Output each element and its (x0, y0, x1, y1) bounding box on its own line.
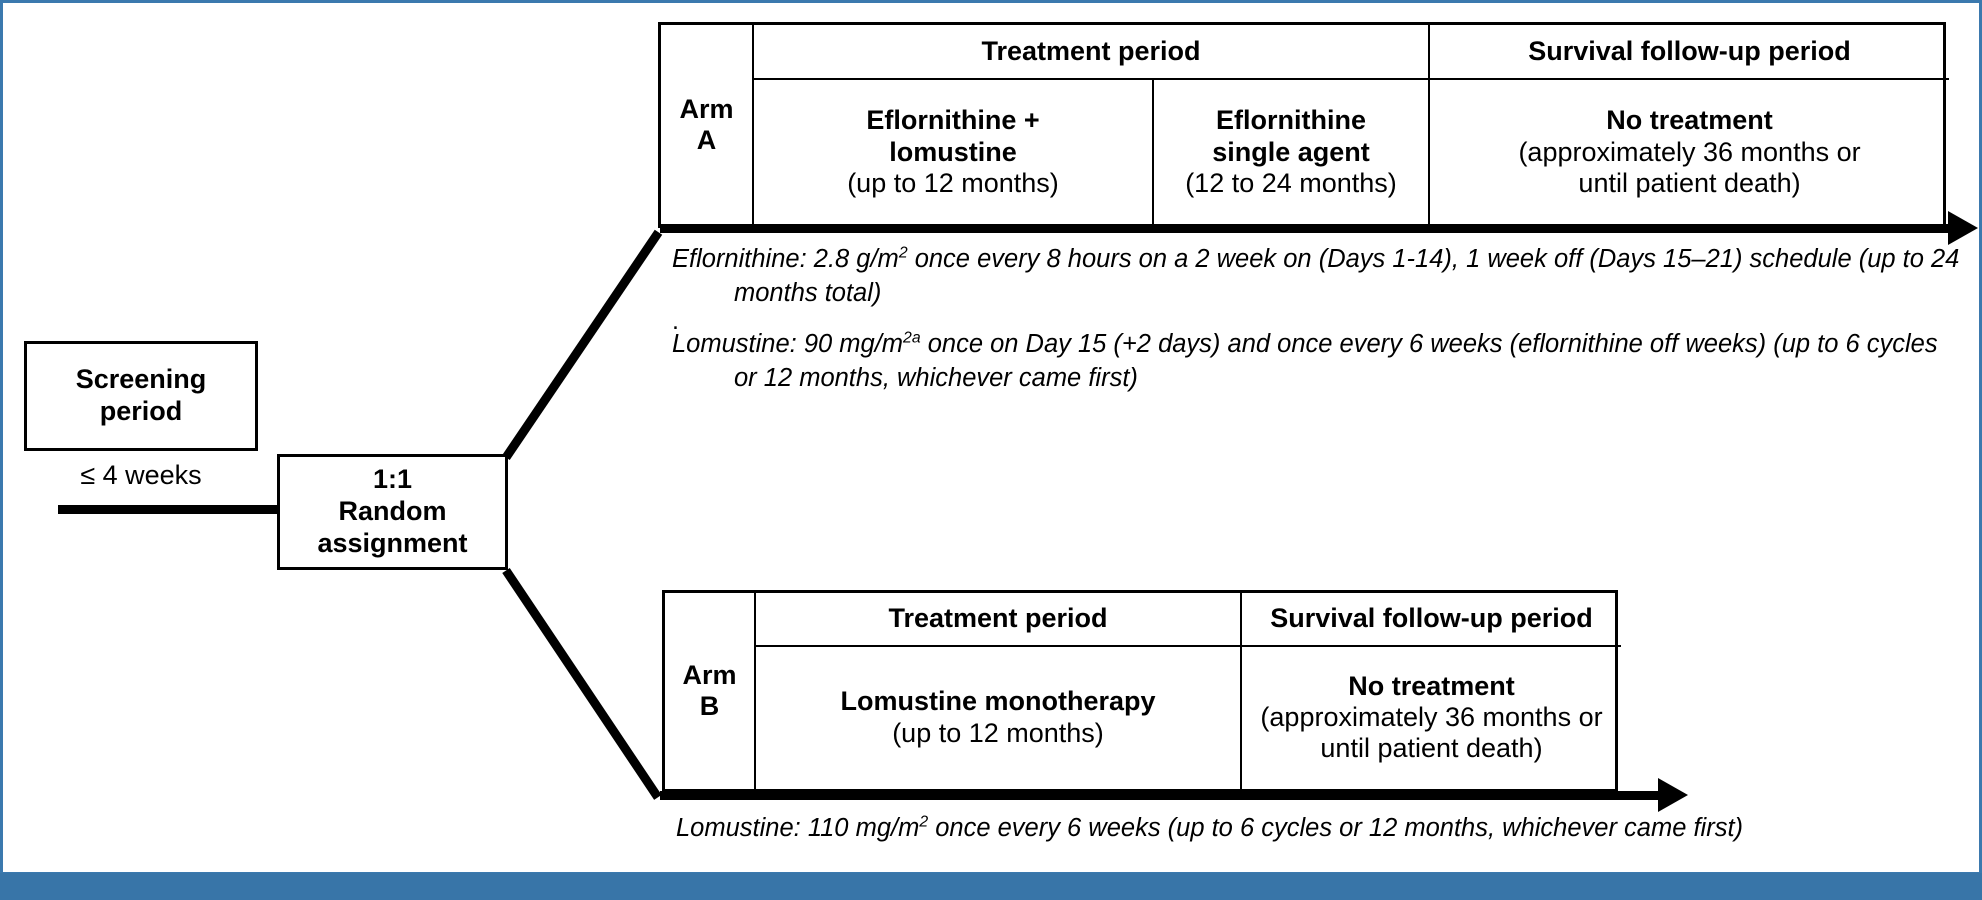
arm-a-cell-eflornithine-lomustine: Eflornithine + lomustine (up to 12 month… (752, 77, 1154, 225)
stray-punctuation-mark: . (672, 307, 679, 335)
arm-a-header-treatment: Treatment period (751, 25, 1431, 80)
arm-a-cell-no-treatment: No treatment (approximately 36 months or… (1428, 77, 1950, 225)
arm-a-body-row: Eflornithine + lomustine (up to 12 month… (661, 77, 1950, 225)
arm-b-cell-lomustine-mono: Lomustine monotherapy (up to 12 months) (754, 644, 1242, 789)
random-assignment-line2: Random (338, 496, 447, 527)
arm-b-header-treatment: Treatment period (754, 593, 1242, 647)
arm-b-note1-after: once every 6 weeks (up to 6 cycles or 12… (928, 814, 1744, 842)
arm-b-note1-sup: 2 (919, 813, 929, 831)
arm-a-header-row: Arm A Treatment period Survival follow-u… (661, 25, 1950, 225)
arm-a-label-cell: Arm A (661, 25, 754, 225)
arm-a-cell2-subtitle: (12 to 24 months) (1185, 168, 1397, 198)
arm-a-cell1-title2: lomustine (889, 136, 1017, 167)
arm-a-timeline-arrow-head (1948, 211, 1978, 245)
arm-a-cell3-subtitle2: until patient death) (1578, 168, 1801, 198)
bottom-accent-bar (0, 873, 1982, 900)
arm-a-label-line1: Arm (679, 93, 734, 124)
arm-b-body-row: Lomustine monotherapy (up to 12 months) … (665, 644, 1621, 789)
screening-duration-label: ≤ 4 weeks (80, 460, 202, 490)
branch-to-arm-a (502, 229, 663, 461)
arm-a-note2-after: once on Day 15 (+2 days) and once every … (920, 330, 1938, 358)
screening-period-line2: period (99, 396, 183, 426)
arm-b-cell2-title1: No treatment (1348, 670, 1515, 701)
arm-a-cell2-title2: single agent (1212, 136, 1370, 167)
arm-a-note2-continuation: or 12 months, whichever came first) (734, 363, 1138, 392)
branch-to-arm-b (502, 567, 662, 800)
arm-a-cell1-title1: Eflornithine + (866, 105, 1040, 136)
arm-a-note2-before: 90 mg/m (796, 330, 904, 358)
arm-a-note-eflornithine: Eflornithine: 2.8 g/m2 once every 8 hour… (672, 243, 1962, 311)
arm-a-note2-drug: Lomustine: (672, 330, 797, 358)
arm-a-cell3-subtitle1: (approximately 36 months or (1518, 136, 1861, 167)
arm-b-header-row: Arm B Treatment period Survival follow-u… (665, 593, 1621, 789)
arm-a-note1-drug: Eflornithine: (672, 245, 807, 273)
arm-a-timeline-arrow-line (660, 224, 1950, 233)
screening-period-box: Screening period (24, 341, 258, 451)
arm-b-label-cell: Arm B (665, 593, 756, 789)
arm-a-cell3-title1: No treatment (1606, 105, 1773, 136)
arm-a-note-lomustine: Lomustine: 90 mg/m2a once on Day 15 (+2 … (672, 328, 1962, 396)
arm-b-label-line2: B (699, 691, 720, 721)
arm-a-cell-eflornithine-single: Eflornithine single agent (12 to 24 mont… (1151, 77, 1431, 225)
arm-b-header-survival: Survival follow-up period (1240, 593, 1621, 647)
arm-b-cell2-subtitle1: (approximately 36 months or (1260, 702, 1603, 733)
arm-b-cell-no-treatment: No treatment (approximately 36 months or… (1240, 644, 1621, 789)
arm-a-note2-sup: 2a (903, 329, 921, 347)
arm-b-cell1-subtitle: (up to 12 months) (892, 717, 1104, 748)
random-assignment-ratio: 1:1 (372, 464, 412, 495)
arm-b-timeline-arrow-line (660, 791, 1660, 800)
arm-b-cell2-subtitle2: until patient death) (1320, 733, 1543, 764)
arm-b-label-line1: Arm (682, 659, 737, 690)
arm-b-cell1-title1: Lomustine monotherapy (840, 686, 1156, 717)
arm-a-note1-before: 2.8 g/m (806, 245, 899, 273)
arm-a-label-line2: A (696, 125, 717, 155)
arm-b-note1-drug: Lomustine: (676, 814, 801, 842)
random-assignment-line3: assignment (317, 527, 468, 558)
arm-a-note1-sup: 2 (898, 244, 908, 262)
arm-a-note1-continuation: months total) (734, 278, 882, 307)
arm-a-cell2-title1: Eflornithine (1216, 105, 1366, 136)
random-assignment-box: 1:1 Random assignment (277, 454, 508, 570)
arm-a-note1-after: once every 8 hours on a 2 week on (Days … (907, 245, 1960, 273)
arm-a-table: Arm A Treatment period Survival follow-u… (658, 22, 1950, 228)
arm-a-cell1-subtitle: (up to 12 months) (847, 168, 1059, 198)
arm-b-timeline-arrow-head (1658, 778, 1688, 812)
arm-b-note1-before: 110 mg/m (800, 814, 920, 842)
entry-connector-line (58, 505, 280, 514)
screening-period-line1: Screening (75, 364, 207, 395)
arm-a-header-survival: Survival follow-up period (1428, 25, 1950, 80)
arm-b-note-lomustine: Lomustine: 110 mg/m2 once every 6 weeks … (676, 812, 1966, 846)
arm-b-table: Arm B Treatment period Survival follow-u… (662, 590, 1621, 792)
